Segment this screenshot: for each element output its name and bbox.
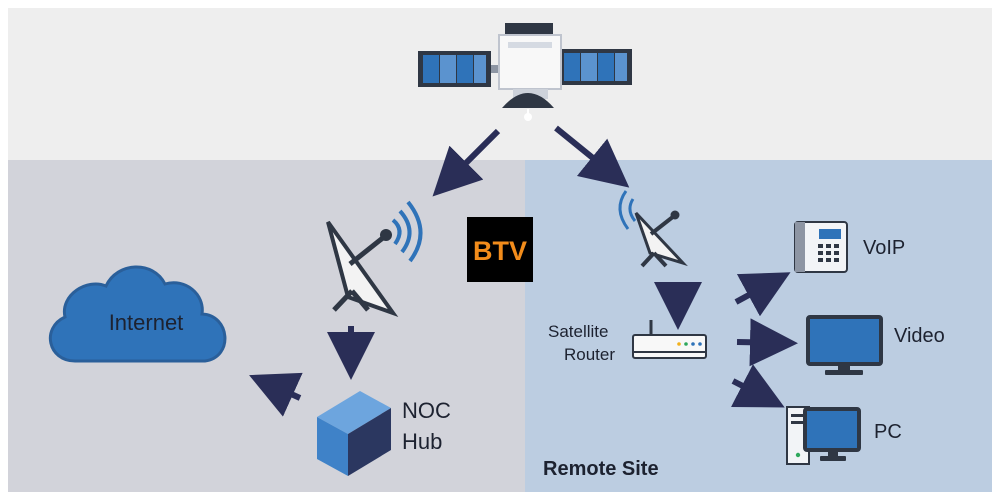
router-to-pc-arrow <box>731 364 785 408</box>
pc-label: PC <box>874 421 902 443</box>
internet-cloud-icon <box>48 265 227 363</box>
internet-label: Internet <box>109 310 184 335</box>
satellite-to-remote-dish-arrow <box>554 125 630 188</box>
voip-label: VoIP <box>863 237 905 259</box>
router-to-voip-arrow <box>734 272 791 317</box>
noc-label-line2: Hub <box>402 429 442 454</box>
router-label-line1: Satellite <box>548 322 608 341</box>
noc-label-line1: NOC <box>402 398 451 423</box>
pc-computer-icon <box>786 406 861 465</box>
remote-satellite-dish-icon <box>618 190 688 268</box>
btv-logo: BTV <box>467 217 533 282</box>
network-diagram: BTV Internet NOC Hub Satellite Router <box>8 8 992 492</box>
satellite-to-hub-dish-arrow <box>432 128 501 197</box>
video-label: Video <box>894 325 945 347</box>
noc-hub-cube-icon <box>317 391 391 476</box>
router-label-line2: Router <box>564 345 615 364</box>
satellite-icon <box>418 23 632 121</box>
noc-to-internet-arrow <box>249 372 303 417</box>
video-monitor-icon <box>806 315 883 375</box>
hub-satellite-dish-icon <box>326 200 423 318</box>
logo-text: BTV <box>473 236 527 266</box>
router-to-video-arrow <box>736 318 798 367</box>
voip-phone-icon <box>794 221 848 273</box>
satellite-router-icon <box>632 320 707 359</box>
diagram-canvas: BTV Internet NOC Hub Satellite Router <box>8 8 992 492</box>
remote-site-label: Remote Site <box>543 458 659 480</box>
